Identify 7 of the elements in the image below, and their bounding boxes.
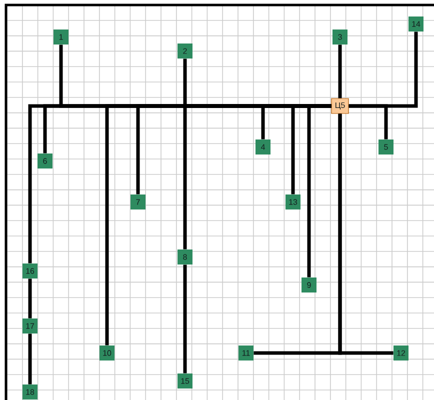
connector-line (307, 104, 332, 278)
connector-line (348, 104, 388, 140)
connector-line (28, 334, 32, 384)
connector-line (338, 114, 394, 355)
connector-line (28, 278, 32, 318)
connector-line (338, 44, 342, 98)
connector-line (183, 264, 187, 374)
